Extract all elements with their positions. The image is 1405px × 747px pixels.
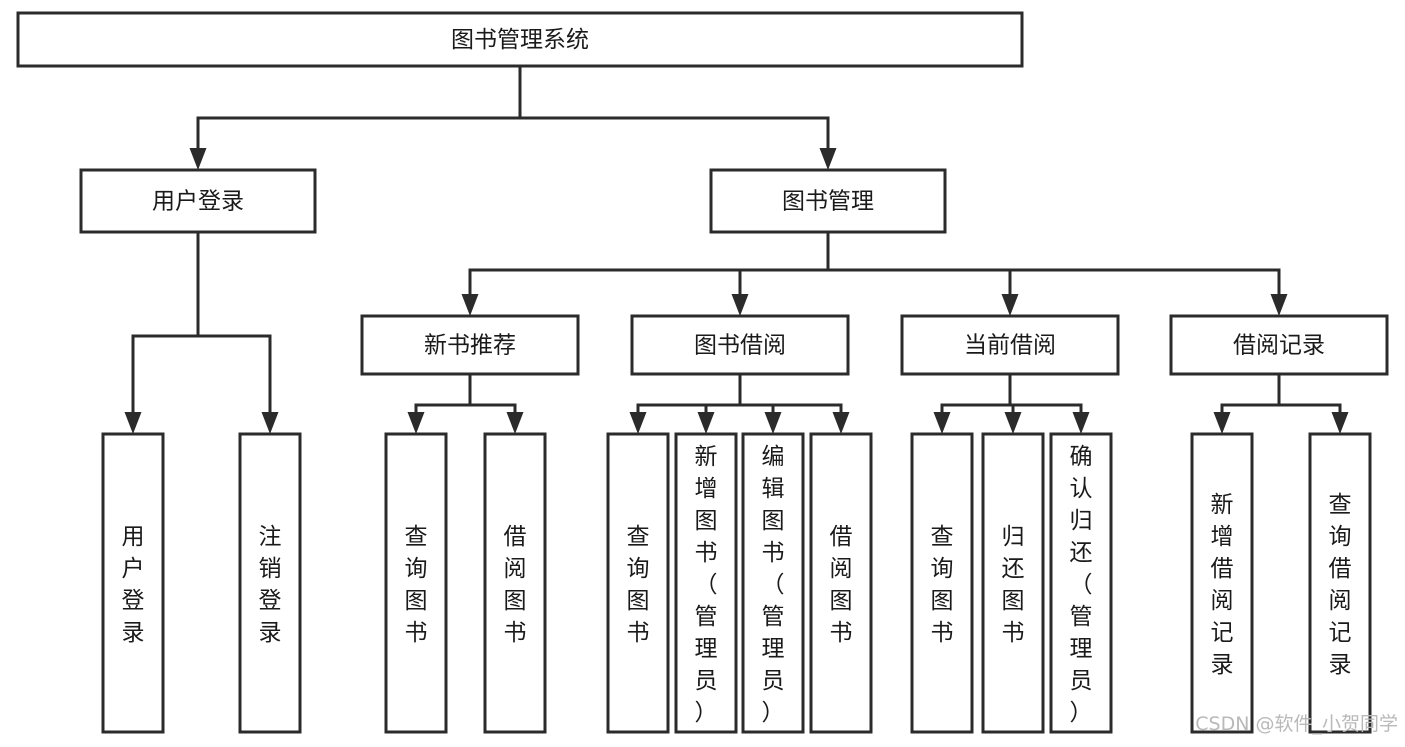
arrow-head-icon (1213, 412, 1231, 434)
arrow-head-icon (819, 148, 837, 170)
node-layer: 图书管理系统用户登录图书管理新书推荐图书借阅当前借阅借阅记录用户登录注销登录查询… (16, 11, 1389, 734)
arrow-head-icon (189, 148, 207, 170)
node-box[interactable] (16, 11, 1024, 68)
node-box[interactable] (741, 432, 805, 734)
arrow-head-icon (1004, 412, 1022, 434)
node-leaf-05[interactable]: 查询图书 (606, 432, 670, 734)
connector-group-root (189, 64, 837, 170)
csdn-watermark: CSDN @软件_小贺同学 (1195, 713, 1398, 735)
node-leaf-09[interactable]: 查询图书 (910, 432, 974, 734)
node-leaf-06[interactable]: 新增图书（管理员） (674, 432, 738, 734)
connector-group-current (933, 372, 1090, 434)
node-box[interactable] (1190, 432, 1254, 734)
node-leaf-11[interactable]: 确认归还（管理员） (1049, 432, 1113, 734)
node-label: 查询图书 (931, 524, 954, 646)
arrow-head-icon (407, 412, 425, 434)
node-box[interactable] (101, 432, 165, 734)
node-leaf-04[interactable]: 借阅图书 (483, 432, 547, 734)
node-leaf-10[interactable]: 归还图书 (981, 432, 1045, 734)
node-box[interactable] (79, 168, 317, 234)
node-label: 借阅图书 (504, 524, 527, 646)
connector-group-login (124, 230, 279, 434)
connector-group-records (1213, 372, 1349, 434)
node-label: 用户登录 (152, 189, 244, 215)
arrow-head-icon (764, 412, 782, 434)
node-login[interactable]: 用户登录 (79, 168, 317, 234)
arrow-head-icon (1001, 294, 1019, 316)
node-box[interactable] (910, 432, 974, 734)
connector-group-bookmgmt (461, 230, 1288, 316)
node-leaf-03[interactable]: 查询图书 (384, 432, 448, 734)
node-label: 查询借阅记录 (1329, 492, 1352, 678)
node-label: 查询图书 (405, 524, 428, 646)
node-leaf-02[interactable]: 注销登录 (238, 432, 302, 734)
connector-group-newbook (407, 372, 524, 434)
node-box[interactable] (900, 314, 1120, 376)
node-box[interactable] (483, 432, 547, 734)
node-records[interactable]: 借阅记录 (1169, 314, 1389, 376)
arrow-head-icon (697, 412, 715, 434)
node-label: 新增借阅记录 (1211, 492, 1234, 678)
node-label: 用户登录 (122, 524, 145, 646)
node-root[interactable]: 图书管理系统 (16, 11, 1024, 68)
node-label: 查询图书 (627, 524, 650, 646)
connector-layer (124, 64, 1349, 434)
node-label: 图书管理 (782, 189, 874, 215)
node-label: 注销登录 (259, 524, 282, 646)
arrow-head-icon (124, 412, 142, 434)
arrow-head-icon (461, 294, 479, 316)
node-label: 图书借阅 (694, 333, 786, 359)
arrow-head-icon (933, 412, 951, 434)
arrow-head-icon (1331, 412, 1349, 434)
node-label: 借阅图书 (830, 524, 853, 646)
node-box[interactable] (809, 432, 873, 734)
node-newbook[interactable]: 新书推荐 (360, 314, 580, 376)
arrow-head-icon (731, 294, 749, 316)
node-leaf-12[interactable]: 新增借阅记录 (1190, 432, 1254, 734)
node-leaf-08[interactable]: 借阅图书 (809, 432, 873, 734)
node-label: 借阅记录 (1233, 333, 1325, 359)
node-box[interactable] (709, 168, 947, 234)
arrow-head-icon (506, 412, 524, 434)
node-borrow[interactable]: 图书借阅 (630, 314, 850, 376)
node-leaf-13[interactable]: 查询借阅记录 (1308, 432, 1372, 734)
node-box[interactable] (981, 432, 1045, 734)
node-current[interactable]: 当前借阅 (900, 314, 1120, 376)
arrow-head-icon (1270, 294, 1288, 316)
node-box[interactable] (630, 314, 850, 376)
node-label: 确认归还（管理员） (1070, 444, 1093, 726)
node-box[interactable] (384, 432, 448, 734)
node-box[interactable] (1169, 314, 1389, 376)
node-box[interactable] (674, 432, 738, 734)
node-label: 新书推荐 (424, 333, 516, 359)
node-leaf-01[interactable]: 用户登录 (101, 432, 165, 734)
node-label: 图书管理系统 (451, 27, 589, 53)
arrow-head-icon (1072, 412, 1090, 434)
arrow-head-icon (629, 412, 647, 434)
arrow-head-icon (261, 412, 279, 434)
node-label: 编辑图书（管理员） (762, 444, 785, 726)
connector-group-borrow (629, 372, 850, 434)
node-label: 归还图书 (1002, 524, 1025, 646)
node-box[interactable] (360, 314, 580, 376)
node-label: 当前借阅 (964, 333, 1056, 359)
node-box[interactable] (1049, 432, 1113, 734)
node-bookmgmt[interactable]: 图书管理 (709, 168, 947, 234)
node-box[interactable] (238, 432, 302, 734)
node-box[interactable] (606, 432, 670, 734)
node-label: 新增图书（管理员） (695, 444, 718, 726)
node-leaf-07[interactable]: 编辑图书（管理员） (741, 432, 805, 734)
node-box[interactable] (1308, 432, 1372, 734)
arrow-head-icon (832, 412, 850, 434)
